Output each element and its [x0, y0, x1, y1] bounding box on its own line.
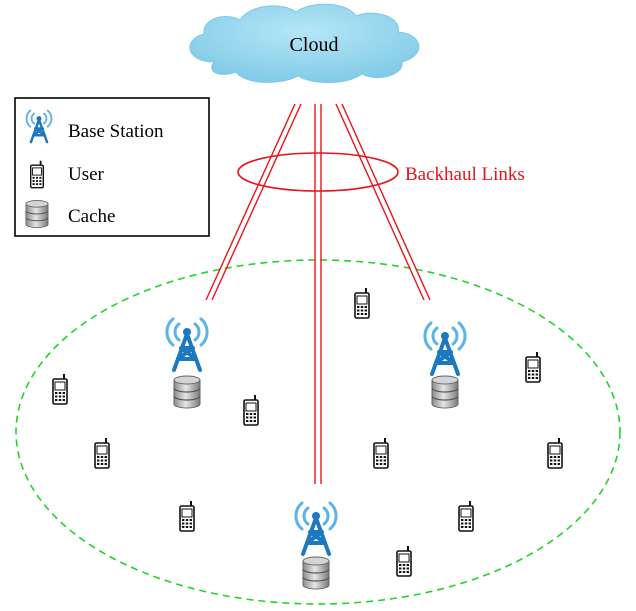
- users: [52, 287, 563, 577]
- legend-label: Base Station: [68, 121, 164, 142]
- cache-database-icon: [25, 199, 49, 229]
- backhaul-link-left: [205, 103, 302, 301]
- legend-item-user: User: [29, 159, 105, 189]
- base-station-icon: [293, 501, 339, 556]
- cache-database-icon: [302, 556, 330, 590]
- phone-icon: [525, 351, 541, 383]
- phone-icon: [458, 500, 474, 532]
- phone-icon: [396, 545, 412, 577]
- cloud: Cloud: [189, 3, 420, 83]
- backhaul-link-right: [335, 103, 431, 301]
- legend-item-base-station: Base Station: [25, 109, 164, 144]
- base-station-icon: [164, 317, 210, 372]
- backhaul-link-center: [314, 104, 322, 484]
- phone-icon: [94, 437, 110, 469]
- phone-icon: [52, 373, 68, 405]
- cloud-label: Cloud: [290, 34, 339, 56]
- base-station-right: [422, 321, 468, 409]
- base-station-left: [164, 317, 210, 409]
- phone-icon: [179, 500, 195, 532]
- backhaul-ring: [237, 152, 399, 192]
- phone-icon: [243, 394, 259, 426]
- backhaul-links: [205, 103, 431, 484]
- legend-label: Cache: [68, 206, 115, 227]
- phone-icon: [354, 287, 370, 319]
- phone-icon: [29, 159, 45, 189]
- legend-label: User: [68, 164, 105, 185]
- legend: Base Station User Cache: [14, 97, 210, 237]
- legend-item-cache: Cache: [25, 199, 115, 229]
- base-station-center: [293, 501, 339, 590]
- base-station-icon: [422, 321, 468, 376]
- cache-database-icon: [431, 375, 459, 409]
- cloud-icon: [189, 3, 420, 83]
- coverage-area: [15, 259, 621, 605]
- phone-icon: [547, 437, 563, 469]
- cache-database-icon: [173, 375, 201, 409]
- backhaul-label: Backhaul Links: [405, 164, 525, 185]
- phone-icon: [373, 437, 389, 469]
